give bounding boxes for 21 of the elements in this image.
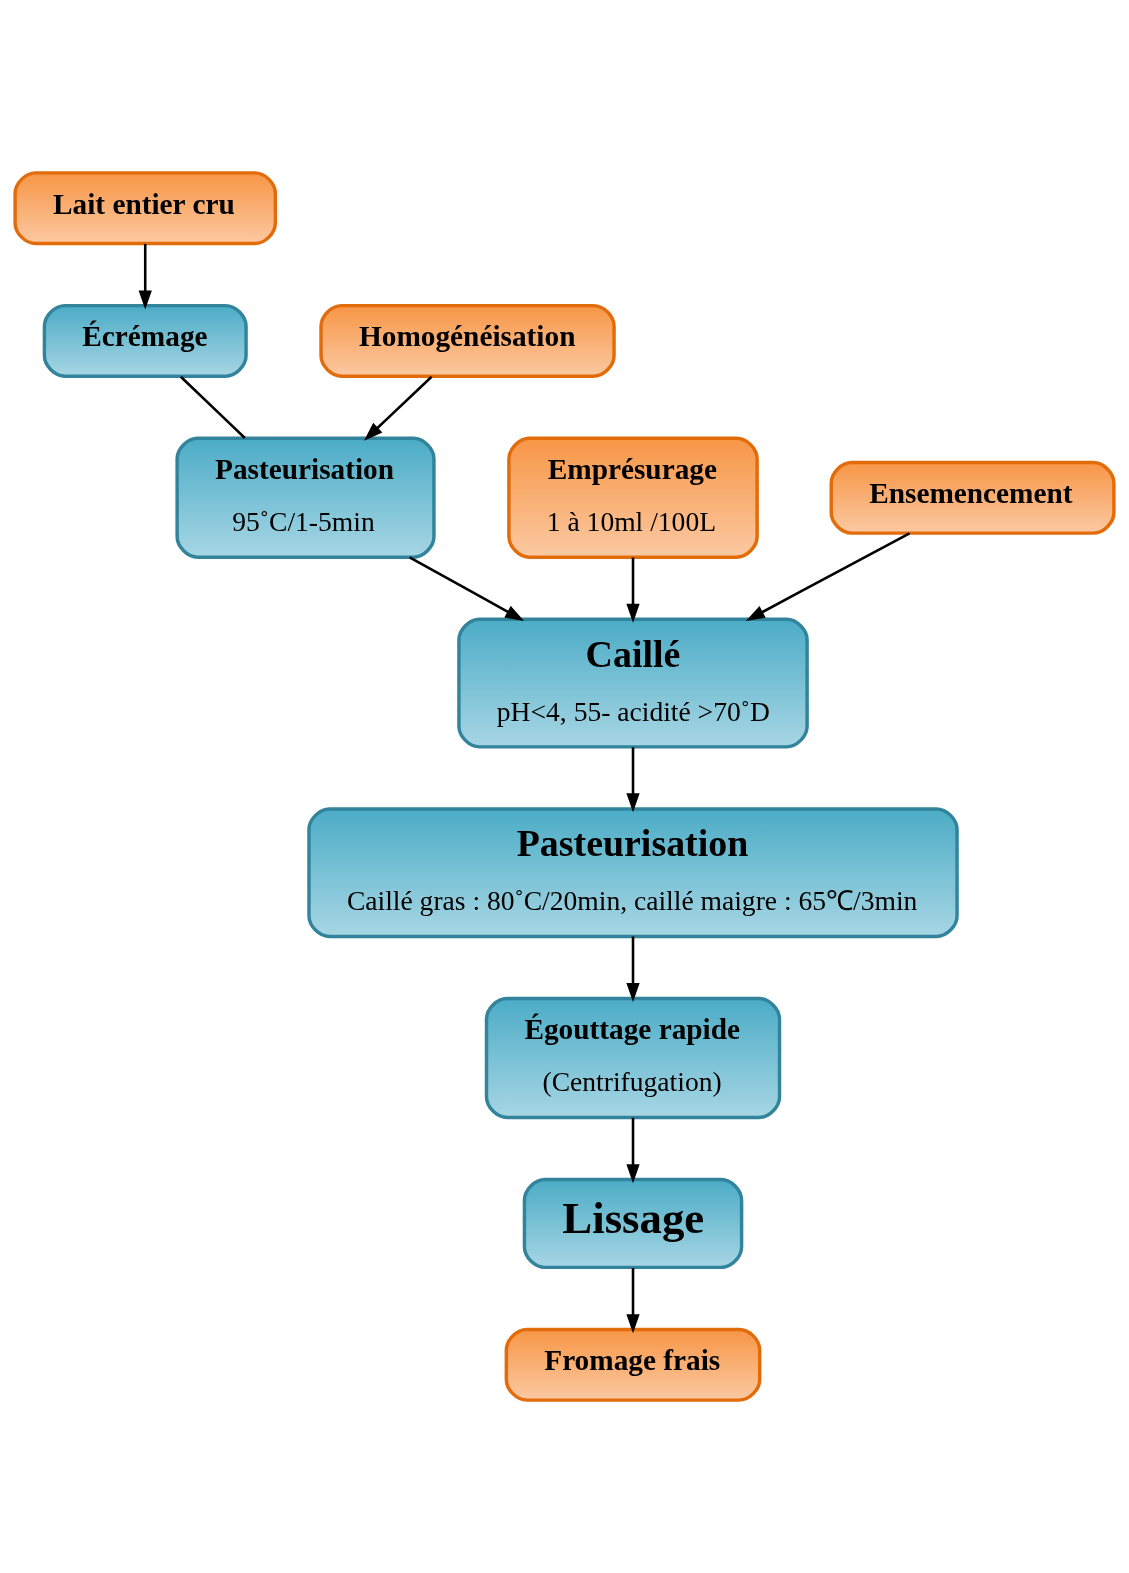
node-box: Emprésurage 1 à 10ml /100L <box>507 436 759 559</box>
arrow <box>626 1268 640 1334</box>
arrow <box>138 243 152 310</box>
node-box: Homogénéisation <box>319 303 616 378</box>
arrow <box>364 375 433 441</box>
node-box: Lissage <box>522 1177 744 1270</box>
arrow <box>408 556 525 621</box>
arrow <box>626 1117 640 1184</box>
arrow <box>745 532 911 621</box>
node-box: Écrémage <box>42 303 248 378</box>
connector <box>179 375 246 439</box>
node-box: Égouttage rapide (Centrifugation) <box>484 996 782 1120</box>
node-box: Lait entier cru <box>13 171 278 246</box>
arrow <box>626 936 640 1003</box>
node-box: Ensemencement <box>829 460 1116 535</box>
node-box: Pasteurisation Caillé gras : 80˚C/20min, caillé maigre : 65℃/3min <box>307 807 959 939</box>
arrow <box>626 747 640 813</box>
node-box: Caillé pH<4, 55- acidité >70˚D <box>457 617 809 749</box>
node-box: Fromage frais <box>504 1327 762 1402</box>
arrow <box>626 557 640 623</box>
node-box: Pasteurisation 95˚C/1-5min <box>175 436 436 559</box>
